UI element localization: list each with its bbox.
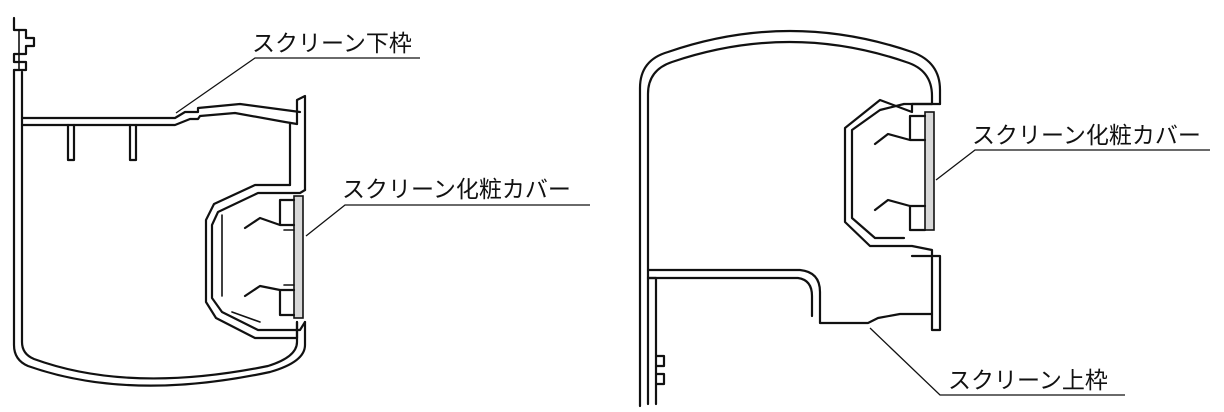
- lower-cover-profile: [243, 195, 304, 319]
- label-lower-frame: スクリーン下枠: [252, 31, 412, 57]
- leader-cover-right: [935, 149, 1210, 181]
- leader-upper-frame: [869, 327, 1125, 396]
- lower-frame-profile: [12, 16, 307, 387]
- upper-cover-profile: [873, 111, 935, 232]
- leader-lower-frame: [175, 57, 420, 114]
- leader-cover-left: [305, 204, 590, 237]
- label-cover-right: スクリーン化粧カバー: [972, 123, 1201, 149]
- label-cover-left: スクリーン化粧カバー: [342, 177, 571, 203]
- upper-frame-profile: [638, 29, 942, 408]
- label-upper-frame: スクリーン上枠: [948, 368, 1108, 394]
